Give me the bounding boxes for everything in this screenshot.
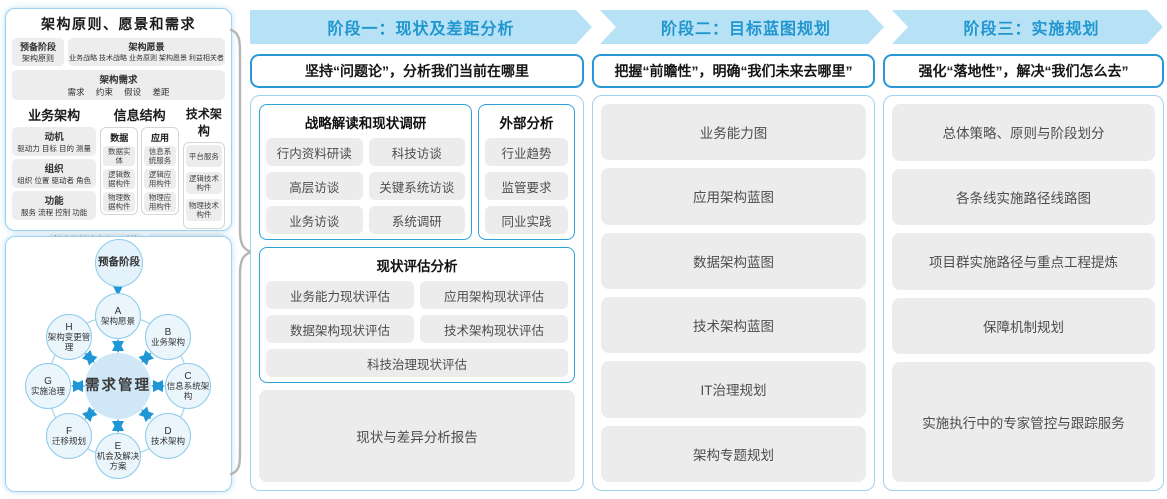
phase3-item: 项目群实施路径与重点工程提炼: [892, 233, 1155, 290]
tech-item: 物理技术构件: [185, 199, 222, 221]
adm-node-f: F 迁移规划: [46, 413, 92, 459]
phase2-column: 把握“前瞻性”，明确“我们未来去哪里” 业务能力图 应用架构蓝图 数据架构蓝图 …: [592, 54, 875, 491]
phase2-header-label: 阶段二：目标蓝图规划: [660, 21, 831, 38]
business-arch-title: 业务架构: [28, 108, 81, 123]
organization-box: 组织 组织 位置 驱动者 角色: [12, 159, 97, 188]
gap-analysis-report-box: 现状与差异分析报告: [259, 390, 575, 482]
function-title: 功能: [44, 196, 64, 207]
phase1-subtitle: 坚持“问题论”，分析我们当前在哪里: [250, 54, 584, 88]
adm-preliminary-circle: 预备阶段: [95, 239, 143, 287]
strategy-research-group: 战略解读和现状调研 行内资料研读 科技访谈 高层访谈 关键系统访谈 业务访谈 系…: [259, 104, 472, 240]
data-subcolumn: 数据 数据实体 逻辑数据构件 物理数据构件: [100, 127, 139, 215]
architecture-principles-panel: 架构原则、愿景和需求 预备阶段 架构原则 架构愿景 业务战略 技术战略 业务原则…: [5, 8, 232, 269]
adm-preliminary-label: 预备阶段: [98, 256, 140, 269]
phase1-item: 系统调研: [368, 206, 465, 234]
information-structure-column: 信息结构 数据 数据实体 逻辑数据构件 物理数据构件 应用 信息系统服务 逻辑应…: [100, 105, 179, 229]
vision-sub: 业务战略 技术战略 业务原则 架构愿景 利益相关者: [69, 55, 224, 62]
adm-requirements-management-circle: 需求管理: [85, 353, 151, 419]
phase3-header-chevron: 阶段三：实施规划: [892, 10, 1163, 44]
phase1-content-panel: 战略解读和现状调研 行内资料研读 科技访谈 高层访谈 关键系统访谈 业务访谈 系…: [250, 95, 584, 491]
info-struct-title: 信息结构: [113, 108, 166, 123]
vision-title: 架构愿景: [128, 42, 165, 52]
business-architecture-column: 业务架构 动机 驱动力 目标 目的 测量 组织 组织 位置 驱动者 角色 功能 …: [12, 105, 97, 229]
phase3-header-label: 阶段三：实施规划: [963, 21, 1100, 38]
phase3-content-panel: 总体策略、原则与阶段划分 各条线实施路径线路图 项目群实施路径与重点工程提炼 保…: [883, 95, 1164, 491]
adm-node-h: H 架构变更管理: [46, 314, 92, 360]
adm-node-b: B 业务架构: [145, 314, 191, 360]
prep-stage-sub: 架构原则: [22, 54, 54, 63]
function-sub: 服务 流程 控制 功能: [21, 208, 88, 217]
phase1-item: 应用架构现状评估: [420, 281, 568, 309]
adm-node-a: A 架构愿景: [95, 293, 141, 339]
phase1-item: 监管要求: [485, 172, 568, 200]
phase2-item: 应用架构蓝图: [601, 168, 866, 225]
technology-architecture-column: 技术架构 平台服务 逻辑技术构件 物理技术构件: [182, 105, 225, 229]
motivation-title: 动机: [44, 132, 64, 143]
phase2-item: IT治理规划: [601, 361, 866, 418]
tech-arch-title: 技术架构: [185, 107, 222, 138]
phase1-item: 业务访谈: [266, 206, 363, 234]
phase3-subtitle: 强化“落地性”，解决“我们怎么去”: [883, 54, 1164, 88]
phase1-item: 科技访谈: [368, 138, 465, 166]
adm-center-label: 需求管理: [85, 377, 151, 394]
phase3-item: 保障机制规划: [892, 297, 1155, 355]
phase3-column: 强化“落地性”，解决“我们怎么去” 总体策略、原则与阶段划分 各条线实施路径线路…: [883, 54, 1164, 491]
prep-stage-box: 预备阶段 架构原则: [12, 38, 64, 66]
organization-title: 组织: [44, 164, 64, 175]
data-subcolumn-title: 数据: [110, 133, 129, 143]
phase2-item: 数据架构蓝图: [601, 232, 866, 289]
left-panel-title: 架构原则、愿景和需求: [41, 16, 196, 32]
phase3-item: 实施执行中的专家管控与跟踪服务: [892, 362, 1155, 482]
tech-item: 逻辑技术构件: [185, 172, 222, 194]
external-analysis-title: 外部分析: [499, 116, 554, 131]
phase2-item: 业务能力图: [601, 104, 866, 161]
current-state-assessment-group: 现状评估分析 业务能力现状评估 应用架构现状评估 数据架构现状评估 技术架构现状…: [259, 247, 575, 383]
application-subcolumn: 应用 信息系统服务 逻辑应用构件 物理应用构件: [141, 127, 179, 215]
tech-item: 平台服务: [185, 145, 222, 167]
requirement-sub: 需求 约束 假设 差距: [67, 87, 170, 97]
assessment-group-title: 现状评估分析: [376, 259, 458, 274]
function-box: 功能 服务 流程 控制 功能: [12, 191, 97, 220]
phase1-item: 关键系统访谈: [368, 172, 465, 200]
phase2-content-panel: 业务能力图 应用架构蓝图 数据架构蓝图 技术架构蓝图 IT治理规划 架构专题规划: [592, 95, 875, 491]
phase1-item: 行内资料研读: [266, 138, 363, 166]
phase1-item: 业务能力现状评估: [266, 281, 414, 309]
phase3-item: 各条线实施路径线路图: [892, 168, 1155, 226]
phase2-item: 技术架构蓝图: [601, 296, 866, 354]
application-item: 逻辑应用构件: [144, 169, 176, 189]
phase1-item: 高层访谈: [266, 172, 363, 200]
phase2-header-chevron: 阶段二：目标蓝图规划: [600, 10, 884, 44]
application-item: 信息系统服务: [144, 146, 176, 166]
external-analysis-group: 外部分析 行业趋势 监管要求 同业实践: [478, 104, 575, 240]
requirement-title: 架构需求: [99, 75, 138, 86]
adm-node-c: C 信息系统架构: [165, 363, 211, 409]
phase1-header-label: 阶段一：现状及差距分析: [327, 21, 515, 38]
phase3-item: 总体策略、原则与阶段划分: [892, 104, 1155, 161]
adm-node-g: G 实施治理: [25, 363, 71, 409]
phase1-header-chevron: 阶段一：现状及差距分析: [250, 10, 592, 44]
adm-cycle-panel: 预备阶段 A 架构愿景 B 业务架构 C 信息系统架构 D 技术架构 E 机会及…: [5, 236, 232, 492]
motivation-box: 动机 驱动力 目标 目的 测量: [12, 127, 97, 156]
data-item: 物理数据构件: [103, 192, 136, 212]
adm-node-e: E 机会及解决方案: [95, 433, 141, 479]
application-item: 物理应用构件: [144, 192, 176, 212]
organization-sub: 组织 位置 驱动者 角色: [17, 176, 92, 185]
phase2-subtitle: 把握“前瞻性”，明确“我们未来去哪里”: [592, 54, 875, 88]
data-item: 逻辑数据构件: [103, 169, 136, 189]
architecture-requirement-box: 架构需求 需求 约束 假设 差距: [12, 70, 225, 100]
phase1-item: 行业趋势: [485, 138, 568, 166]
application-subcolumn-title: 应用: [150, 133, 169, 143]
prep-stage-title: 预备阶段: [19, 42, 56, 52]
adm-node-d: D 技术架构: [145, 413, 191, 459]
strategy-research-title: 战略解读和现状调研: [304, 116, 427, 131]
phase1-column: 坚持“问题论”，分析我们当前在哪里 战略解读和现状调研 行内资料研读 科技访谈 …: [250, 54, 584, 491]
phase1-item: 科技治理现状评估: [266, 349, 568, 377]
architecture-vision-box: 架构愿景 业务战略 技术战略 业务原则 架构愿景 利益相关者: [68, 38, 225, 66]
phase1-item: 数据架构现状评估: [266, 315, 414, 343]
data-item: 数据实体: [103, 146, 136, 166]
phase1-item: 同业实践: [485, 206, 568, 234]
phase1-item: 技术架构现状评估: [420, 315, 568, 343]
motivation-sub: 驱动力 目标 目的 测量: [17, 144, 92, 153]
phase2-item: 架构专题规划: [601, 425, 866, 482]
